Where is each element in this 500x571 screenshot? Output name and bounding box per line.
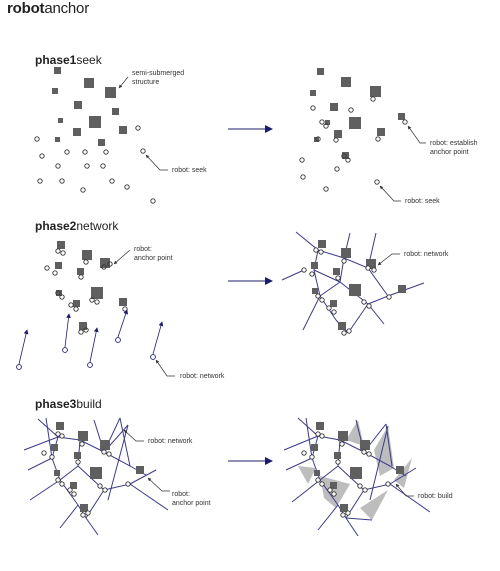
phase1-robots-left	[34, 125, 156, 204]
phase3-structures-right	[311, 422, 404, 512]
phase3-heading: phase3build	[35, 397, 102, 411]
phase1-structures-right	[310, 68, 405, 159]
phase2-left-callouts: robot: anchor point robot: network	[113, 246, 225, 380]
phase3-robots-left	[41, 431, 131, 518]
phase1-heading: phase1seek	[35, 53, 102, 67]
seek-label-right: robot: seek	[405, 198, 440, 205]
phase1-right-callouts: robot: establish anchor point robot: see…	[379, 125, 478, 205]
phase2-robots-right	[301, 247, 392, 336]
anchor-label3-line2: anchor point	[172, 500, 211, 507]
build-label: robot: build	[418, 493, 453, 500]
anchor-label-line1: robot:	[134, 246, 152, 253]
phase1-robots-right	[299, 96, 408, 192]
anchor-label-line2: anchor point	[134, 255, 173, 262]
phase3-network-lines-right	[283, 417, 431, 537]
phase2-heading: phase2network	[35, 219, 119, 233]
phase2-structures-left	[55, 241, 127, 330]
phase2-seeking-robots	[16, 337, 156, 370]
seek-label-left: robot: seek	[172, 167, 207, 174]
phase2-robots-left	[44, 248, 128, 335]
establish-label-line2: anchor point	[430, 149, 469, 156]
phase3-robots-right	[301, 431, 391, 518]
page-title: robotanchor	[7, 0, 89, 17]
network-label-bottom: robot: network	[180, 373, 225, 380]
phase2-network-lines	[281, 231, 425, 334]
structure-label-line2: structure	[132, 79, 159, 86]
structure-label-line1: semi-submerged	[132, 70, 184, 77]
phase3-right-callouts: robot: build	[395, 483, 453, 500]
phase3-structures-left	[51, 422, 144, 512]
phase2-right-callouts: robot: network	[377, 251, 449, 266]
phase2-seeking-arrows	[18, 309, 164, 365]
network-label-right: robot: network	[404, 251, 449, 258]
network-label-phase3: robot: network	[148, 438, 193, 445]
establish-label-line1: robot: establish	[430, 140, 478, 147]
phase1-left-callouts: semi-submerged structure robot: seek	[118, 70, 207, 174]
anchor-label3-line1: robot:	[172, 491, 190, 498]
phase1-structures-left	[52, 67, 127, 146]
phase3-left-callouts: robot: network robot: anchor point	[123, 429, 211, 507]
phase2-structures-right	[311, 240, 406, 330]
